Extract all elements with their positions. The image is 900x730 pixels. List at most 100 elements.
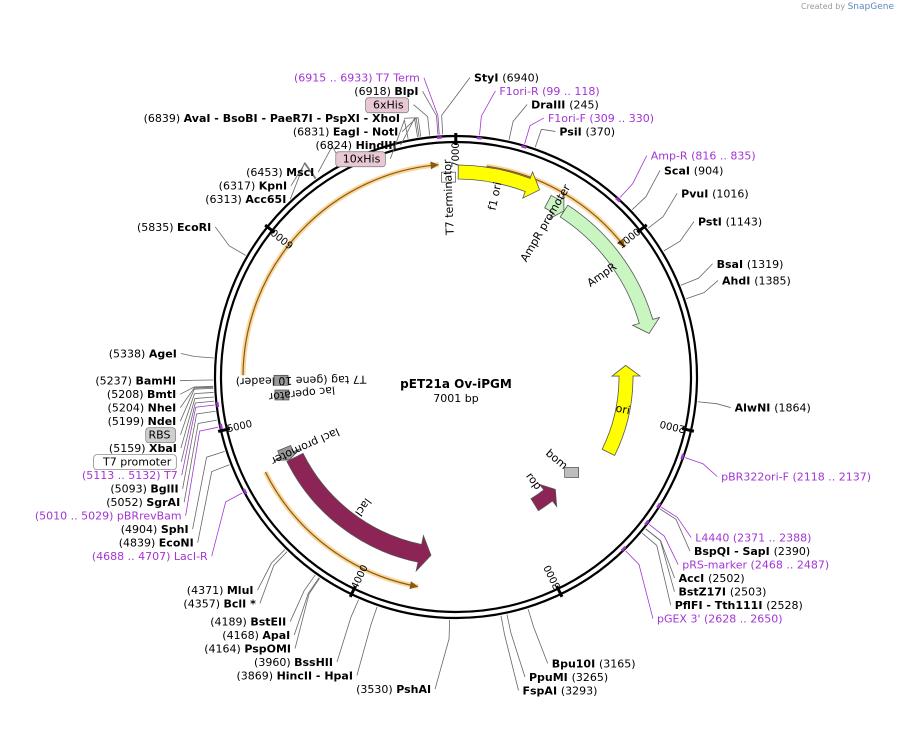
label-position: (4164): [204, 643, 244, 656]
site-label-pflfi-tth111i: PflFI - Tth111I (2528): [675, 599, 803, 612]
label-position: (2628 .. 2650): [704, 613, 783, 626]
feature-lac-operator: [274, 389, 290, 401]
label-name: NdeI: [148, 415, 177, 428]
site-leader-line: [197, 464, 230, 543]
tick-label: 2000: [659, 418, 686, 434]
site-leader-line: [645, 528, 675, 579]
primer-mark: [242, 488, 248, 495]
label-name: XbaI: [149, 442, 177, 455]
site-leader-line: [293, 577, 320, 636]
label-name: BstZ17I: [678, 586, 729, 599]
orf-arc: [264, 471, 419, 588]
site-label-pvui: PvuI (1016): [681, 187, 749, 200]
label-name: Bpu10I: [552, 658, 599, 671]
label-position: (4839): [119, 537, 159, 550]
orf-arc-halo: [263, 470, 419, 590]
label-name: Acc65I: [245, 193, 286, 206]
label-name: DraIII: [531, 98, 569, 111]
site-leader-line: [534, 128, 556, 148]
label-position: (6317): [219, 180, 259, 193]
site-label-bspqi-sapi: BspQI - SapI (2390): [694, 545, 810, 558]
label-position: (2503): [730, 586, 767, 599]
snapgene-brand: SnapGene: [847, 2, 894, 12]
orf-arrowhead: [616, 238, 625, 248]
primer-mark: [680, 453, 685, 460]
label-position: (2502): [708, 572, 745, 585]
tick-mark: [348, 585, 357, 598]
site-label-mlui: (4371) MluI: [187, 584, 254, 597]
primer-leader-line: [185, 426, 219, 516]
site-label-sphi: (4904) SphI: [121, 523, 189, 536]
site-leader-line: [259, 551, 288, 604]
tick-mark: [555, 585, 564, 598]
primer-label-t7: (5113 .. 5132) T7: [82, 469, 178, 482]
feature-laci: [286, 452, 432, 573]
orf-layer: [240, 161, 627, 590]
label-position: (4168): [222, 629, 262, 642]
site-leader-line: [290, 162, 317, 186]
label-name: PflFI - Tth111I: [675, 599, 767, 612]
site-label-bsteii: (4189) BstEII: [210, 616, 286, 629]
primer-label-pbrrevbam: (5010 .. 5029) pBRrevBam: [35, 510, 182, 523]
label-name: pGEX 3': [657, 613, 704, 626]
label-name: EcoRI: [177, 221, 211, 234]
site-label-ecori: (5835) EcoRI: [137, 221, 211, 234]
box-label-10xhis: 10xHis: [343, 153, 381, 166]
site-leader-line: [508, 104, 528, 140]
label-position: (6453): [246, 166, 286, 179]
primer-mark: [644, 519, 650, 526]
site-label-bamhi: (5237) BamHI: [95, 375, 176, 388]
label-name: AgeI: [149, 348, 177, 361]
label-position: (5835): [137, 221, 177, 234]
box-label-rbs: RBS: [149, 429, 171, 442]
label-position: (370): [586, 125, 616, 138]
site-leader-line: [179, 387, 214, 422]
label-name: BclI *: [224, 598, 257, 611]
box-label-t7-promoter: T7 promoter: [102, 456, 172, 469]
site-label-draiii: DraIII (245): [531, 98, 599, 111]
primer-leader-line: [685, 457, 718, 477]
orf-arc: [486, 165, 626, 248]
label-position: (6313): [205, 193, 245, 206]
site-leader-line: [697, 401, 731, 408]
feature-t7-terminator: [441, 171, 456, 183]
primer-label-f1ori-r: F1ori-R (99 .. 118): [499, 85, 599, 98]
site-leader-line: [400, 117, 418, 146]
label-position: (5052): [106, 496, 146, 509]
label-position: (6918): [354, 85, 394, 98]
label-name: BstEII: [250, 616, 286, 629]
site-layer: StyI (6940)DraIII (245)PsiI (370)ScaI (9…: [35, 71, 871, 697]
box-rbs: [145, 427, 176, 444]
tick-label: 3000: [542, 563, 563, 591]
label-position: (5237): [95, 375, 135, 388]
primer-label-l4440: L4440 (2371 .. 2388): [695, 532, 811, 545]
site-label-pshai: (3530) PshAI: [356, 683, 431, 696]
label-position: (6915 .. 6933): [294, 72, 376, 85]
label-position: (904): [694, 164, 724, 177]
label-name: PshAI: [396, 683, 431, 696]
site-label-eagi-noti: (6831) EagI - NotI: [293, 126, 398, 139]
site-leader-line: [506, 614, 526, 678]
label-position: (2390): [774, 545, 811, 558]
label-position: (6839): [144, 112, 184, 125]
label-name: AccI: [679, 572, 708, 585]
site-label-nhei: (5204) NheI: [108, 402, 177, 415]
label-position: (4357): [183, 598, 223, 611]
label-position: (5204): [108, 402, 148, 415]
label-position: (4688 .. 4707): [92, 550, 174, 563]
label-name: BglII: [150, 483, 178, 496]
site-leader-line: [663, 221, 695, 252]
label-position: (1016): [712, 187, 749, 200]
label-name: PspOMI: [244, 643, 291, 656]
label-name: F1ori-R: [499, 85, 542, 98]
site-label-bmti: (5208) BmtI: [107, 388, 176, 401]
primer-label-f1ori-f: F1ori-F (309 .. 330): [548, 112, 654, 125]
site-leader-line: [680, 263, 713, 286]
primer-mark: [656, 502, 662, 509]
site-leader-line: [180, 396, 214, 449]
site-label-styi: StyI (6940): [474, 71, 539, 84]
label-name: BsaI: [717, 258, 747, 271]
box-leader-line: [180, 400, 215, 462]
label-position: (1385): [754, 274, 791, 287]
feature-t7-tag-gene-10-leader-label: T7 tag (gene 10 leader): [236, 373, 368, 388]
